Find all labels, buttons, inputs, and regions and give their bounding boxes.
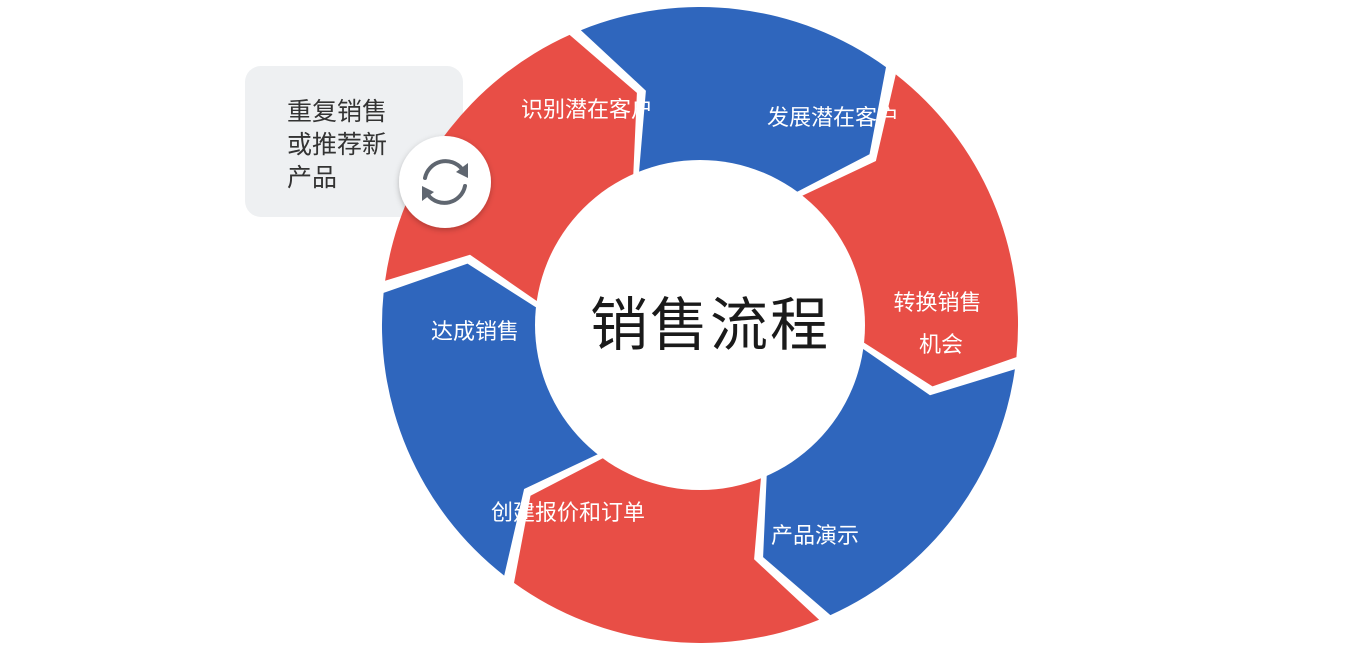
step-label-develop: 发展潜在客户 [767, 106, 899, 131]
process-ring [381, 7, 1019, 643]
repeat-box-text: 重复销售 或推荐新 产品 [287, 97, 395, 192]
step-label-close: 达成销售 [431, 320, 519, 345]
step-segment-demo [514, 457, 820, 643]
step-label-convert: 转换销售 机会 [893, 291, 988, 358]
step-segment-identify [580, 7, 886, 193]
step-segment-close [385, 34, 637, 303]
repeat-box-line: 重复销售 [287, 97, 387, 126]
step-segment-convert [763, 347, 1015, 616]
step-label-identify: 识别潜在客户 [521, 98, 653, 123]
step-label-quote: 创建报价和订单 [491, 501, 645, 526]
center-title: 销售流程 [590, 291, 830, 359]
repeat-box-line: 或推荐新 [287, 130, 387, 159]
step-segment-quote [381, 263, 600, 576]
step-label-demo: 产品演示 [771, 524, 859, 549]
repeat-box-line: 产品 [287, 163, 337, 192]
refresh-icon [399, 136, 491, 228]
center-circle [535, 160, 865, 490]
step-segment-develop [800, 74, 1019, 387]
